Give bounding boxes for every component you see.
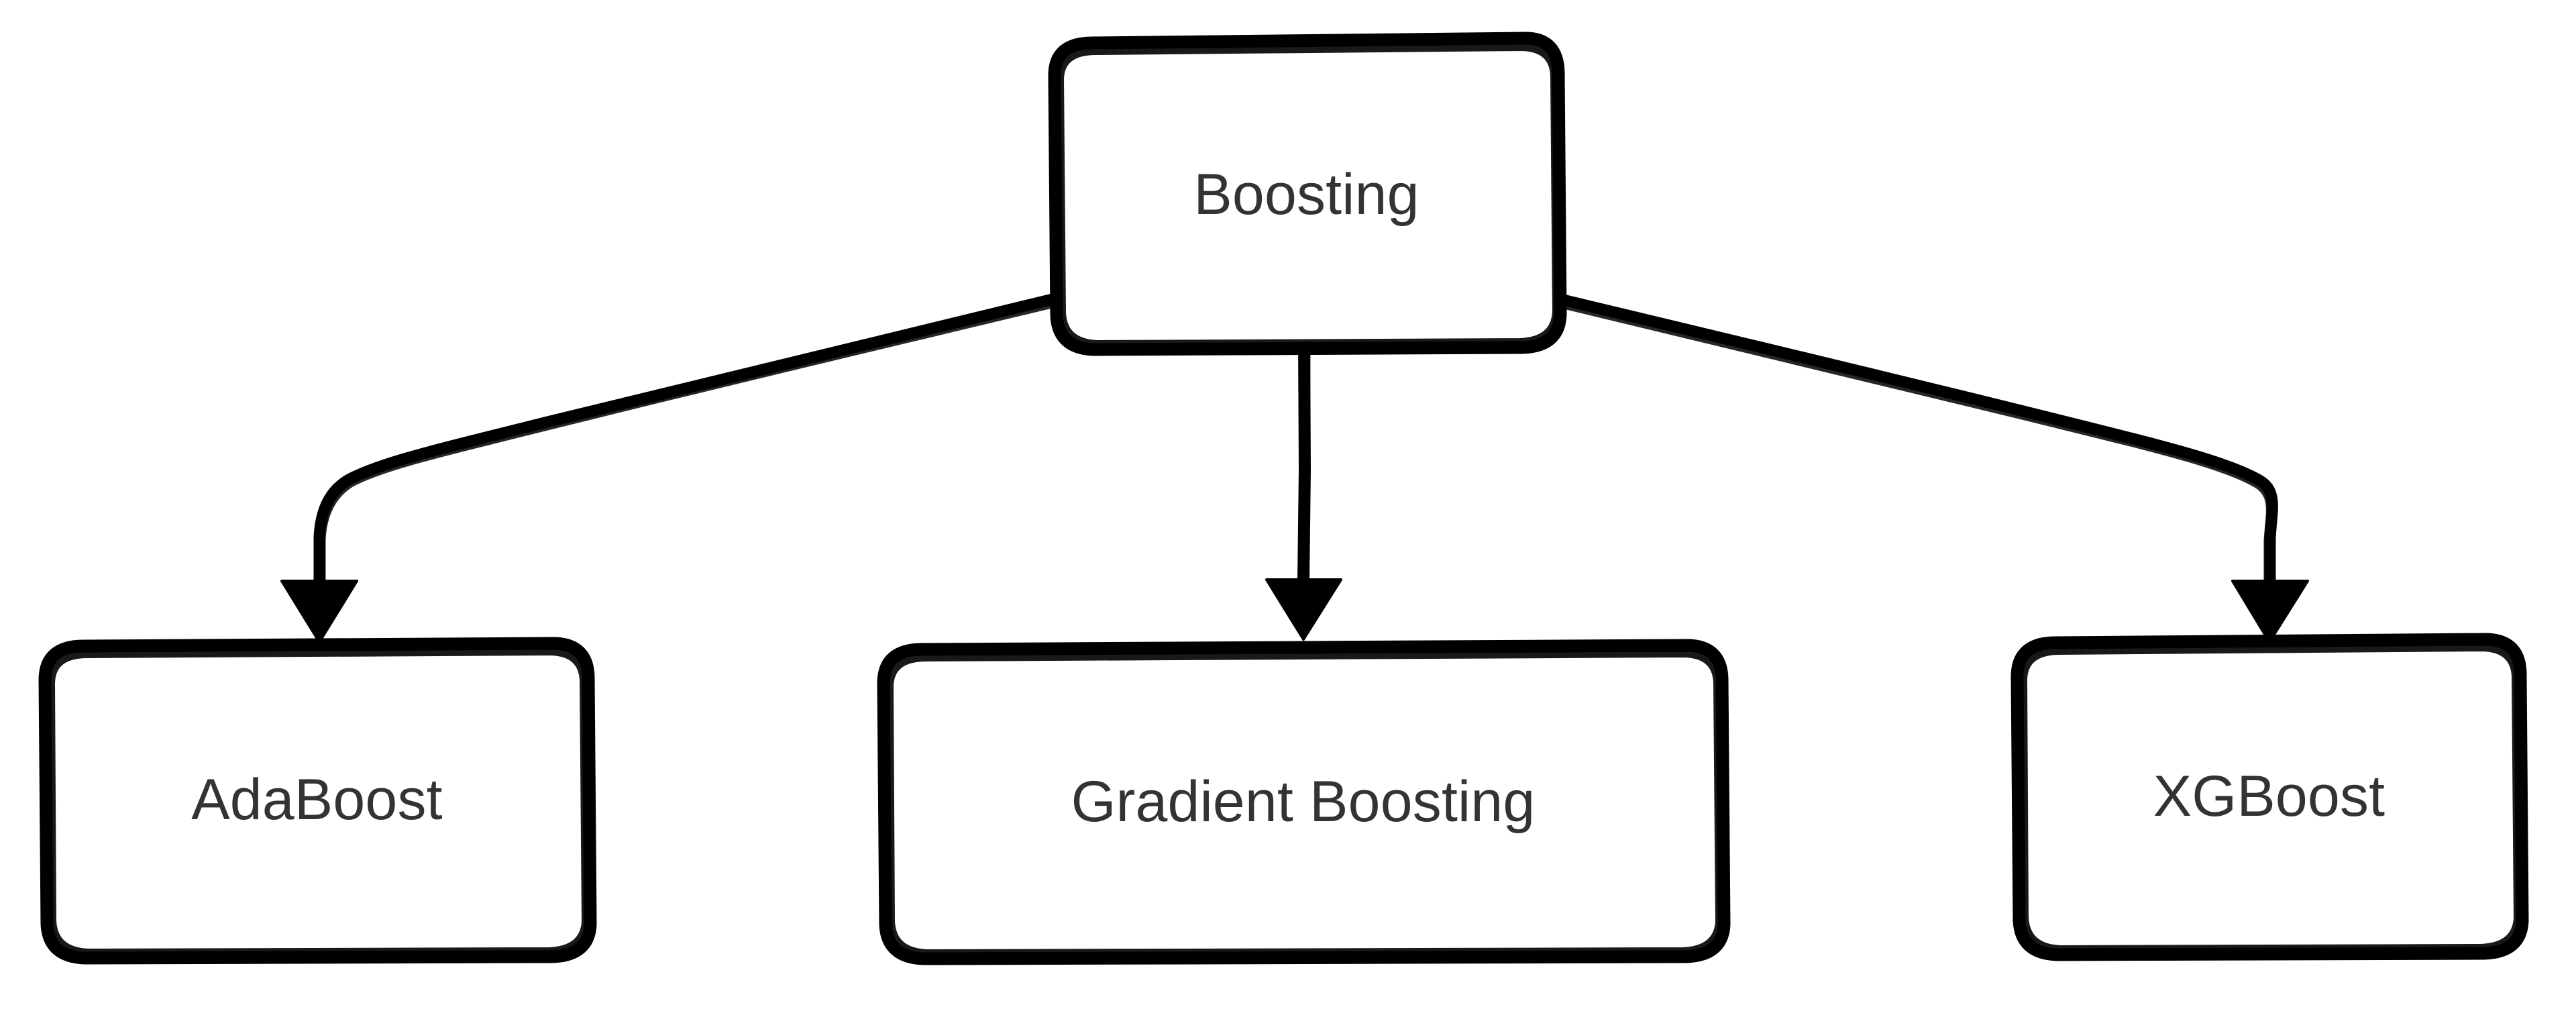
node-box-outline <box>2010 633 2529 961</box>
node-boosting-box[interactable] <box>1048 32 1567 356</box>
node-box-outline <box>877 639 1731 965</box>
edge-line <box>1552 293 2278 587</box>
edge-line-sketch-pass <box>1301 339 1311 584</box>
edge-boosting-gradient <box>1265 333 1342 641</box>
edge-boosting-xgboost <box>1552 293 2309 643</box>
arrowhead-icon <box>280 580 358 643</box>
edge-line-sketch-pass <box>318 299 1061 586</box>
node-box-sketch-pass <box>1056 43 1560 348</box>
arrowhead-icon <box>2231 580 2309 643</box>
edge-line-sketch-pass <box>1552 299 2273 586</box>
node-box-sketch-pass <box>47 647 590 957</box>
node-box-outline <box>1048 32 1567 356</box>
edge-boosting-adaboost <box>280 293 1061 643</box>
arrowhead-icon <box>1265 578 1342 641</box>
node-box-outline <box>38 637 597 965</box>
edge-line <box>313 293 1061 587</box>
node-xgboost-box[interactable] <box>2010 633 2529 961</box>
node-adaboost-box[interactable] <box>38 637 597 965</box>
node-gradient-boosting-box[interactable] <box>877 639 1731 965</box>
node-box-sketch-pass <box>2019 643 2522 953</box>
node-box-sketch-pass <box>885 649 1723 957</box>
